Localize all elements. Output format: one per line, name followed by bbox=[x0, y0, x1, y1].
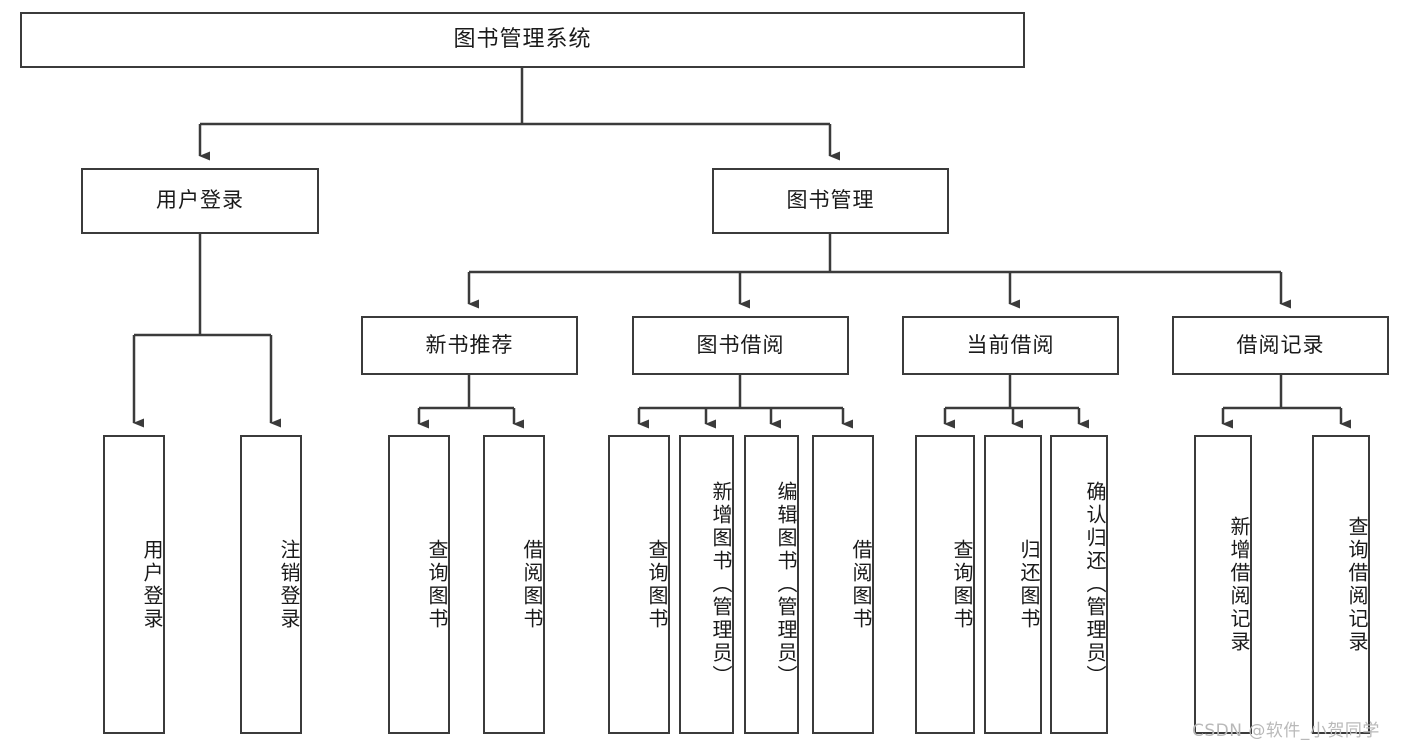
node-leaf-user-login[interactable]: 用户登录 bbox=[103, 435, 165, 734]
node-leaf-query-book-borrow[interactable]: 查询图书 bbox=[608, 435, 670, 734]
node-leaf-query-book-current[interactable]: 查询图书 bbox=[915, 435, 975, 734]
node-new-book-recommend[interactable]: 新书推荐 bbox=[361, 316, 578, 375]
node-borrow-records[interactable]: 借阅记录 bbox=[1172, 316, 1389, 375]
node-root-system[interactable]: 图书管理系统 bbox=[20, 12, 1025, 68]
node-book-management-group[interactable]: 图书管理 bbox=[712, 168, 949, 234]
node-leaf-borrow-book[interactable]: 借阅图书 bbox=[812, 435, 874, 734]
node-leaf-add-borrow-record[interactable]: 新增借阅记录 bbox=[1194, 435, 1252, 734]
node-leaf-edit-book[interactable]: 编辑图书（管理员） bbox=[744, 435, 799, 734]
node-book-borrow[interactable]: 图书借阅 bbox=[632, 316, 849, 375]
node-leaf-return-book[interactable]: 归还图书 bbox=[984, 435, 1042, 734]
node-leaf-add-book[interactable]: 新增图书（管理员） bbox=[679, 435, 734, 734]
node-leaf-confirm-return[interactable]: 确认归还（管理员） bbox=[1050, 435, 1108, 734]
node-leaf-borrow-book-recommend[interactable]: 借阅图书 bbox=[483, 435, 545, 734]
watermark-text: CSDN @软件_小贺同学 bbox=[1192, 721, 1380, 741]
node-user-login-group[interactable]: 用户登录 bbox=[81, 168, 319, 234]
node-current-borrow[interactable]: 当前借阅 bbox=[902, 316, 1119, 375]
node-leaf-user-logout[interactable]: 注销登录 bbox=[240, 435, 302, 734]
node-leaf-query-book-recommend[interactable]: 查询图书 bbox=[388, 435, 450, 734]
node-leaf-query-borrow-record[interactable]: 查询借阅记录 bbox=[1312, 435, 1370, 734]
